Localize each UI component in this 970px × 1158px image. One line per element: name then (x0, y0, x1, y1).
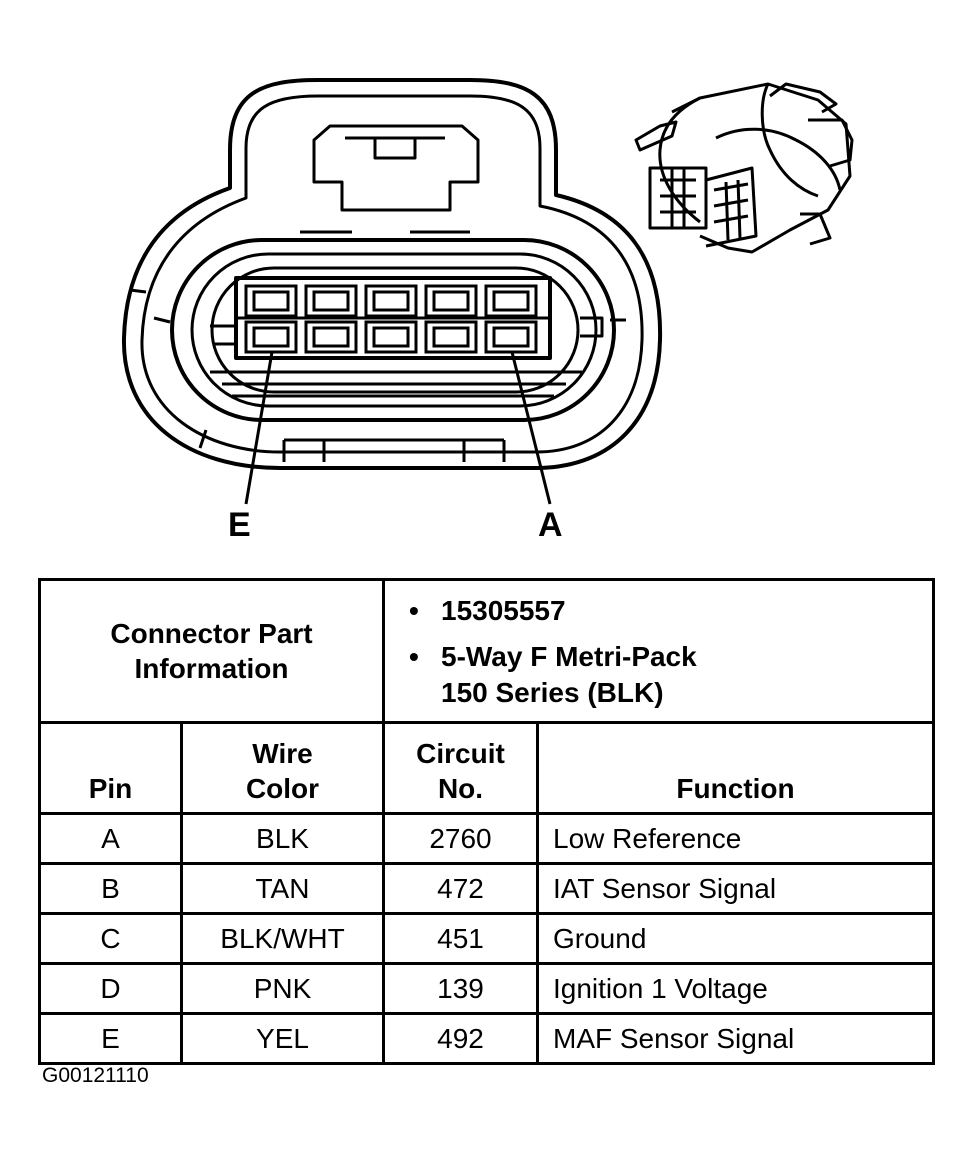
cavity-a (484, 284, 538, 354)
pin-a-label: A (538, 506, 563, 544)
pin-e-label: E (228, 506, 251, 544)
cavity-oval-inner (210, 266, 580, 394)
function-cell: Ground (536, 912, 935, 965)
wire-color-cell: BLK (180, 812, 385, 865)
part-info-label: Connector Part Information (38, 578, 385, 724)
cavity-b (424, 284, 478, 354)
leader-line-e (244, 351, 274, 505)
part-info-list: 15305557 5-Way F Metri-Pack 150 Series (… (385, 581, 932, 711)
function-cell: Ignition 1 Voltage (536, 962, 935, 1015)
wire-color-cell: YEL (180, 1012, 385, 1065)
figure-id: G00121110 (42, 1064, 149, 1087)
pin-cell: E (38, 1012, 183, 1065)
wire-color-cell: PNK (180, 962, 385, 1015)
part-info-details: 15305557 5-Way F Metri-Pack 150 Series (… (382, 578, 935, 724)
connector-outer-outline (121, 78, 663, 470)
function-cell: MAF Sensor Signal (536, 1012, 935, 1065)
column-header-pin: Pin (38, 721, 183, 815)
circuit-cell: 2760 (382, 812, 539, 865)
function-cell: IAT Sensor Signal (536, 862, 935, 915)
connector-perspective-view (634, 82, 854, 254)
part-info-row: Connector Part Information 15305557 5-Wa… (38, 578, 935, 724)
cavity-c (364, 284, 418, 354)
connector-inner-outline (140, 94, 644, 454)
connector-diagram (121, 78, 854, 505)
table-row: E YEL 492 MAF Sensor Signal (38, 1012, 935, 1065)
wire-color-cell: BLK/WHT (180, 912, 385, 965)
connector-table: Connector Part Information 15305557 5-Wa… (38, 578, 935, 1065)
table-row: A BLK 2760 Low Reference (38, 812, 935, 865)
pin-cell: C (38, 912, 183, 965)
circuit-cell: 492 (382, 1012, 539, 1065)
function-cell: Low Reference (536, 812, 935, 865)
table-row: B TAN 472 IAT Sensor Signal (38, 862, 935, 915)
table-row: C BLK/WHT 451 Ground (38, 912, 935, 965)
leader-line-a (510, 351, 552, 505)
circuit-cell: 472 (382, 862, 539, 915)
pin-cell: D (38, 962, 183, 1015)
table-row: D PNK 139 Ignition 1 Voltage (38, 962, 935, 1015)
pin-cell: A (38, 812, 183, 865)
wire-color-cell: TAN (180, 862, 385, 915)
circuit-cell: 451 (382, 912, 539, 965)
column-header-circuit: Circuit No. (382, 721, 539, 815)
connector-type: 5-Way F Metri-Pack 150 Series (BLK) (409, 639, 932, 711)
latch (312, 124, 480, 212)
circuit-cell: 139 (382, 962, 539, 1015)
cavity-oval-middle (190, 252, 598, 408)
pin-cell: B (38, 862, 183, 915)
part-number: 15305557 (409, 593, 932, 629)
cavity-oval-outer (170, 238, 616, 422)
cavity-d (304, 284, 358, 354)
bottom-keyway (282, 438, 506, 462)
column-header-wire-color: Wire Color (180, 721, 385, 815)
column-header-function: Function (536, 721, 935, 815)
column-header-row: Pin Wire Color Circuit No. Function (38, 721, 935, 815)
